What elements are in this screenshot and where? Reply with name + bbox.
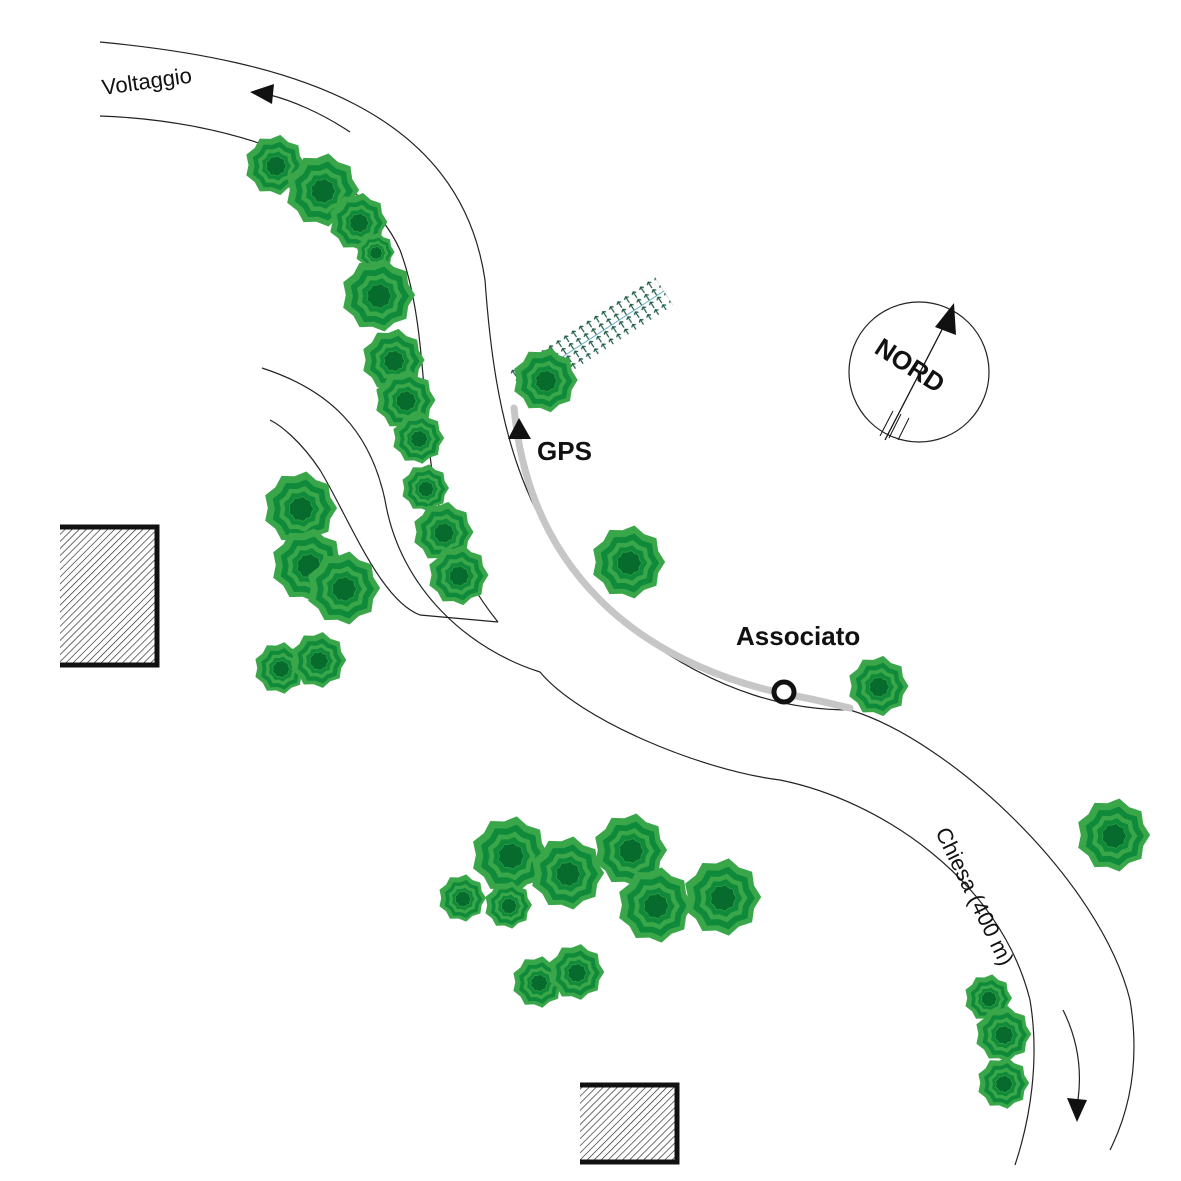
tree-layer	[369, 246, 384, 260]
building-west	[60, 527, 157, 665]
gps-marker[interactable]: GPS	[508, 418, 592, 466]
compass: NORD	[848, 301, 990, 443]
tree-layer	[366, 283, 392, 309]
tree-layer	[555, 861, 581, 887]
tree-icon	[473, 816, 550, 894]
tree-layer	[868, 676, 890, 698]
trees	[246, 134, 1151, 1109]
tree-icon	[593, 525, 666, 599]
compass-ring	[848, 301, 990, 443]
associato-marker[interactable]: Associato	[736, 621, 860, 705]
tree-layer	[383, 350, 406, 372]
tree-layer	[448, 565, 470, 587]
triangle-marker-icon	[508, 418, 531, 439]
tree-icon	[393, 412, 445, 464]
chiesa-arrow-line	[1062, 1009, 1081, 1101]
tree-icon	[619, 867, 694, 943]
tree-layer	[994, 1025, 1014, 1045]
tree-layer	[618, 838, 644, 864]
gps-label: GPS	[537, 436, 592, 466]
voltaggio-arrow-line	[269, 94, 351, 133]
tree-layer	[309, 651, 329, 671]
tree-layer	[310, 178, 336, 204]
tree-layer	[410, 429, 429, 449]
tree-layer	[995, 1074, 1014, 1094]
voltaggio-label: Voltaggio	[100, 63, 193, 100]
tree-layer	[980, 990, 998, 1008]
nord-label: NORD	[870, 332, 951, 399]
tree-icon	[255, 642, 307, 694]
building-south-border	[580, 1082, 680, 1165]
compass-tick-3	[897, 417, 910, 441]
side-road-north-edge	[261, 367, 541, 673]
tree-icon	[291, 632, 347, 688]
tree-icon	[1078, 798, 1151, 872]
tree-icon	[532, 836, 605, 910]
tree-icon	[265, 471, 338, 545]
tree-layer	[433, 522, 455, 544]
chiesa-arrow-icon	[1067, 1098, 1087, 1122]
tree-layer	[530, 973, 549, 993]
tree-layer	[272, 659, 291, 679]
tree-icon	[549, 944, 605, 1000]
tree-icon	[402, 464, 449, 512]
tree-icon	[429, 544, 489, 606]
tree-icon	[965, 974, 1012, 1022]
compass-north-icon	[935, 303, 956, 335]
tree-icon	[978, 1057, 1030, 1109]
buildings	[60, 524, 680, 1165]
tree-icon	[376, 369, 436, 431]
tree-icon	[849, 655, 909, 717]
tree-icon	[976, 1006, 1032, 1062]
side-road-south-edge	[539, 671, 1035, 1166]
tree-icon	[485, 881, 532, 929]
main-road-outer-edge	[99, 41, 1135, 1151]
tree-layer	[710, 884, 737, 912]
tree-icon	[685, 858, 762, 936]
tree-layer	[567, 963, 587, 983]
tree-layer	[349, 212, 370, 234]
tree-layer	[1101, 823, 1127, 849]
tree-icon	[439, 874, 486, 922]
tree-layer	[535, 369, 558, 393]
associato-label: Associato	[736, 621, 860, 651]
tree-layer	[265, 155, 287, 177]
tree-icon	[514, 347, 578, 413]
tree-icon	[343, 258, 416, 332]
tree-layer	[288, 496, 314, 522]
tree-layer	[331, 576, 357, 602]
compass-tick-2	[888, 413, 902, 439]
tree-layer	[417, 480, 435, 498]
compass-needle	[884, 317, 949, 441]
tree-layer	[395, 390, 417, 412]
tree-layer	[616, 550, 642, 576]
tree-icon	[308, 551, 381, 625]
tree-layer	[500, 897, 518, 915]
voltaggio-arrow-icon	[250, 84, 274, 104]
tree-layer	[498, 842, 525, 870]
compass-tick-1	[879, 410, 894, 437]
chiesa-label: Chiesa (400 m)	[931, 823, 1019, 969]
tree-layer	[643, 892, 670, 920]
building-south	[580, 1085, 677, 1162]
building-west-border	[60, 524, 160, 668]
direction-arrows	[250, 84, 1087, 1122]
ring-marker-icon	[771, 679, 797, 705]
main-road-south-edge	[269, 419, 499, 623]
route-path	[510, 404, 854, 712]
tree-icon	[595, 813, 668, 887]
tree-layer	[454, 890, 472, 908]
